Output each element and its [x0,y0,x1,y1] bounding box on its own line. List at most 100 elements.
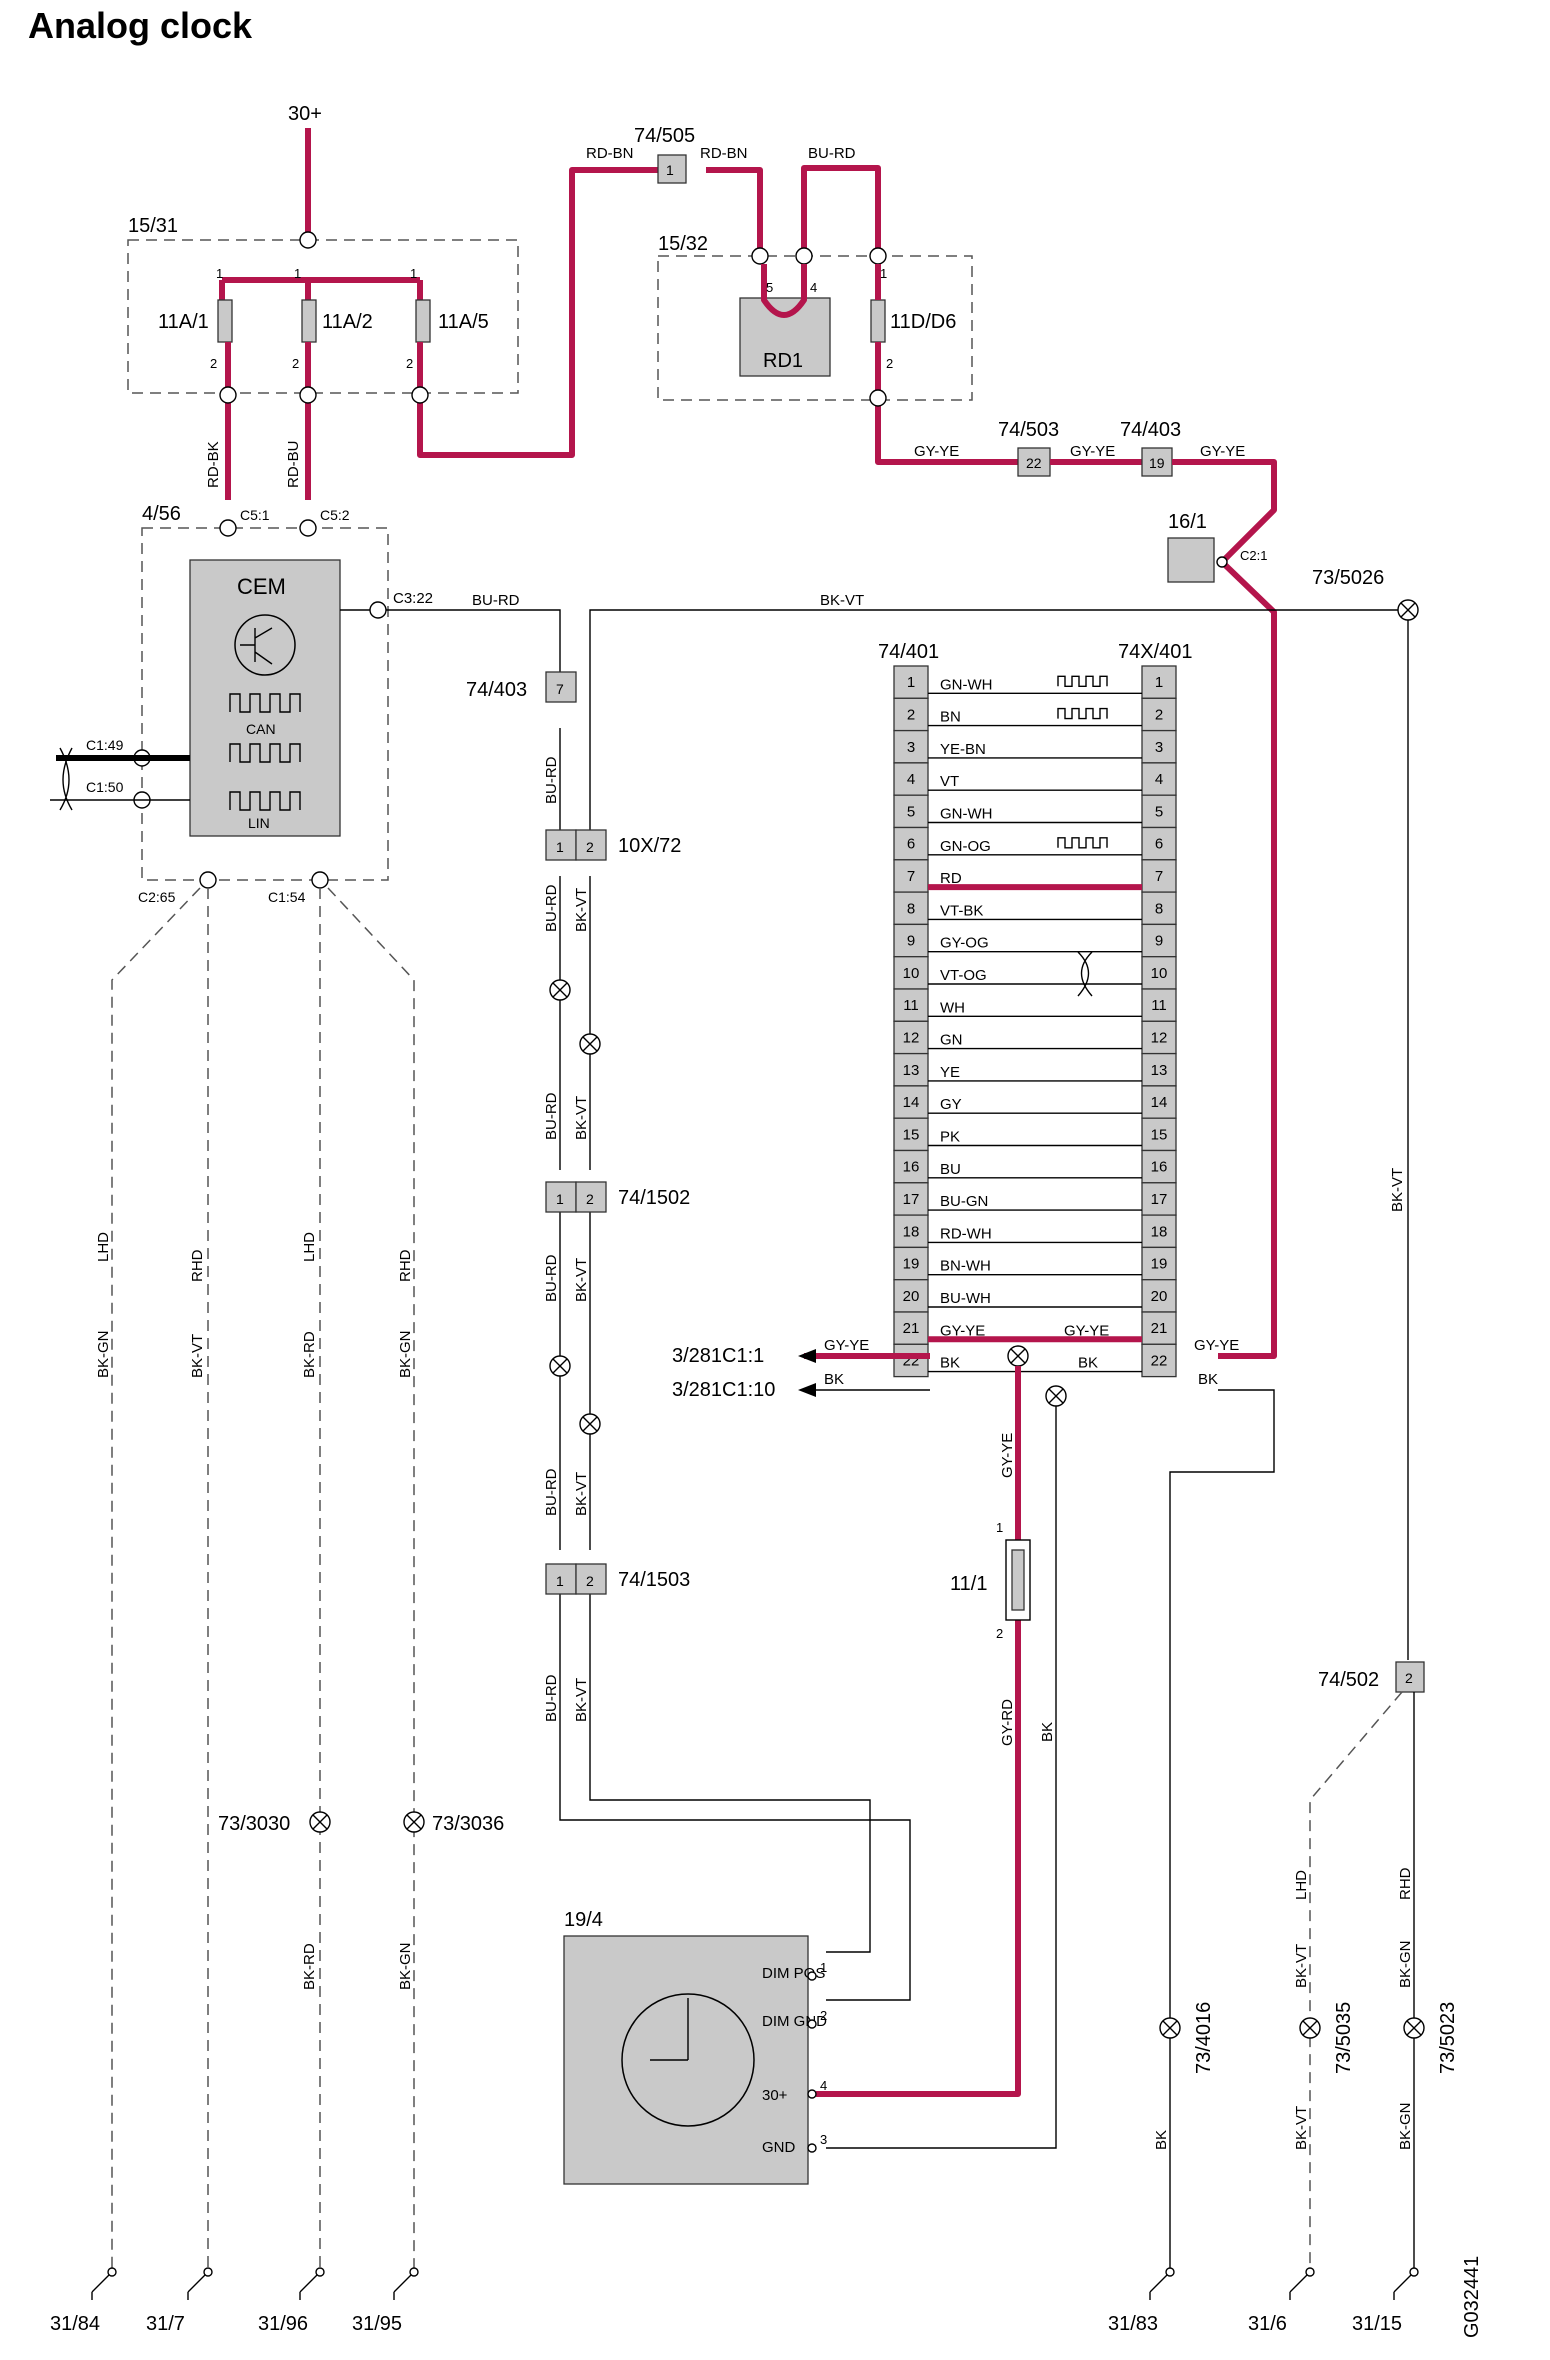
rect [1011,1549,1025,1611]
node [807,2089,817,2099]
text: RD-BN [586,145,634,162]
can-signal-icon [229,693,301,713]
text: BK-VT [1293,1944,1310,1988]
text: LHD [95,1232,112,1262]
text: 2 [996,1626,1003,1641]
text: 74/1502 [618,1187,690,1209]
text: BK-GN [1397,2102,1414,2150]
pin-left [893,1246,929,1281]
splice-icon [1159,2017,1181,2039]
connector-74-502 [1395,1661,1425,1693]
text: RD1 [763,350,803,372]
text: CEM [237,574,286,599]
pin-wire-label: BN-WH [940,1258,991,1275]
pin-number: 20 [903,1288,920,1305]
pin-number: 19 [903,1256,920,1273]
path [1309,1691,1403,2270]
pin-number: 8 [907,900,915,917]
text: 11D/D6 [890,311,956,333]
text: 30+ [762,2087,788,2104]
pin-number: 6 [1155,836,1163,853]
pin-number: 21 [903,1320,920,1337]
text: 7 [556,681,564,697]
ground-label: 31/96 [258,2313,308,2335]
text: 3/281C1:1 [672,1345,764,1367]
pulse-signal-icon [1057,675,1108,687]
pin-left [893,762,929,796]
pin-wire-label: BU [940,1161,961,1178]
ground-label: 31/6 [1248,2313,1287,2335]
ground-node [1409,2267,1419,2277]
text: 74/403 [1120,419,1181,441]
text: 2 [210,356,217,371]
text: BK-GN [397,1330,414,1378]
path [875,264,1018,465]
pin-right [1141,762,1177,796]
text: BK-VT [1389,1168,1406,1212]
pin-number: 3 [1155,739,1163,756]
text: 3/281C1:10 [672,1379,775,1401]
pin-right [1141,1085,1177,1119]
pin-number: 5 [907,803,915,820]
pin-number: 4 [1155,771,1163,788]
text: 1 [820,1960,827,1975]
fuse-11a1 [217,299,233,343]
clock-face-icon [621,1993,755,2127]
pin-wire-label: GN-WH [940,806,993,823]
text: GY-RD [999,1699,1016,1746]
pin-right [1141,1117,1177,1152]
pin-number: 16 [903,1159,920,1176]
text: 1 [666,162,674,178]
pin-number: 14 [1151,1094,1168,1111]
twisted-pair-icon [59,747,73,811]
text: RHD [1397,1867,1414,1900]
pin-number: 16 [1151,1159,1168,1176]
pin-wire-label: YE-BN [940,741,986,758]
text: 4/56 [142,503,181,525]
text: BK-VT [573,1258,590,1302]
text: 4 [820,2078,827,2093]
fuse-11d-d6 [870,299,886,343]
splice-icon [1045,1385,1067,1407]
text: RD-BU [285,441,302,489]
pulse-signal-icon [1057,707,1108,720]
power-wires [219,128,881,500]
path [816,1366,1021,2097]
text: BK-VT [1293,2106,1310,2150]
path [1274,609,1409,1660]
pin-left [893,988,929,1022]
text: GY-YE [1194,1337,1239,1354]
text: 2 [406,356,413,371]
text: 19 [1149,455,1165,471]
pin-wire-label: VT-OG [940,967,987,984]
pin-number: 17 [903,1191,920,1208]
ground-label: 31/83 [1108,2313,1158,2335]
ground-node [409,2267,419,2277]
node [869,247,887,265]
pin-left [893,665,929,699]
text: C1:50 [86,779,124,795]
lin-signal-icon [229,791,301,811]
text: 73/3036 [432,1813,504,1835]
pin-number: 1 [1155,674,1163,691]
pin-right [1141,697,1177,732]
text: DIM GND [762,2013,827,2030]
splice-icon [549,979,571,1001]
text: 74/1503 [618,1569,690,1591]
path [826,1406,1057,2149]
path [229,743,301,763]
pin-number: 2 [907,706,915,723]
splice-icon [579,1033,601,1055]
node [299,386,317,404]
pin-wire-label: BU-WH [940,1290,991,1307]
pin-wire-label: RD-WH [940,1225,992,1242]
text: BK-VT [573,1678,590,1722]
connector-10x-72 [575,829,607,861]
node [299,519,317,537]
cem-module [189,559,341,837]
pin-right [1141,665,1177,699]
pin-number: 11 [1151,997,1167,1014]
text: 2 [586,1191,594,1207]
pin-right [1141,1182,1177,1216]
connector-74-403 [545,671,577,703]
